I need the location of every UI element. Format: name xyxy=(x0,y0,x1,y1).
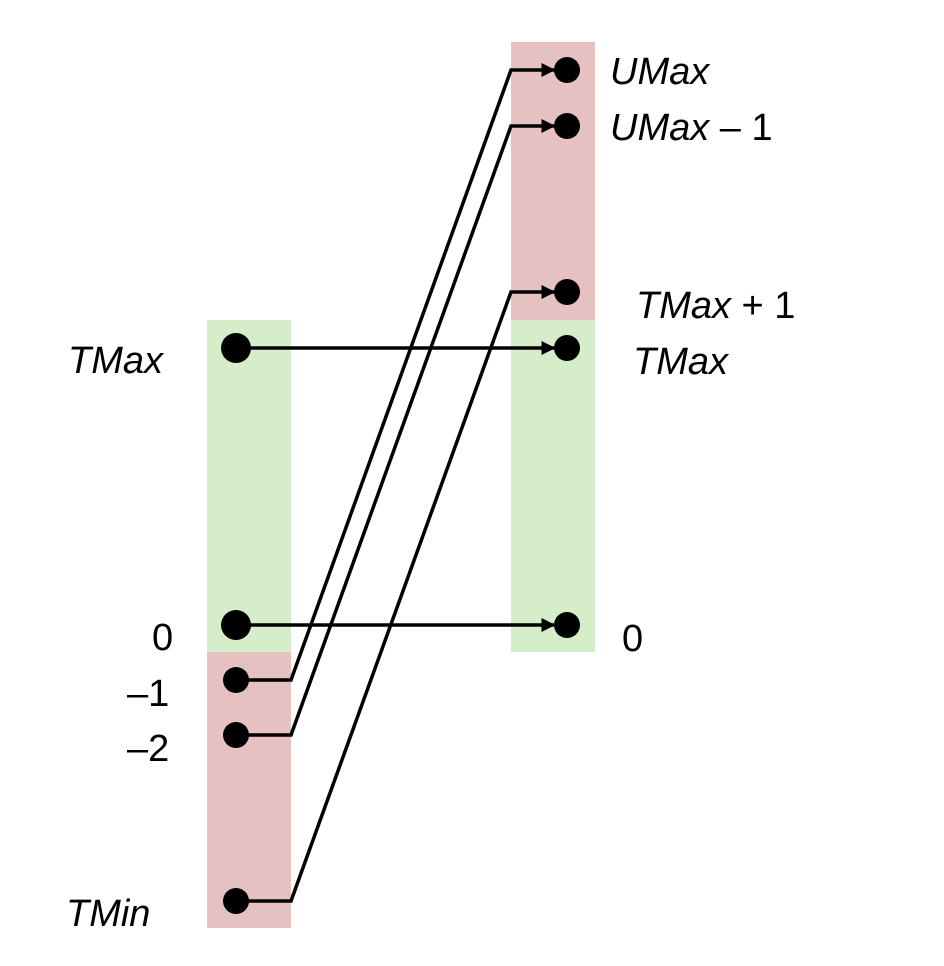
tmax-plus-one-suffix: + 1 xyxy=(731,285,795,327)
right-dot-umax-minus-one xyxy=(554,113,580,139)
left-label-tmax: TMax xyxy=(68,340,165,382)
right-label-tmax: TMax xyxy=(633,341,730,383)
left-label-tmin: TMin xyxy=(66,893,150,935)
left-negative-region xyxy=(207,652,291,928)
right-dot-tmax-plus-one xyxy=(554,279,580,305)
umax-minus-one-suffix: – 1 xyxy=(709,107,772,149)
left-dot-tmax xyxy=(221,333,251,363)
left-dot-tmin xyxy=(223,888,249,914)
right-label-umax: UMax xyxy=(610,51,711,93)
right-label-tmax-plus-one: TMax + 1 xyxy=(636,285,795,327)
right-label-zero: 0 xyxy=(622,618,643,660)
left-dot-minus-two xyxy=(223,722,249,748)
right-dot-tmax xyxy=(554,335,580,361)
left-nonnegative-region xyxy=(207,320,291,652)
umax-minus-one-variable: UMax xyxy=(610,107,711,149)
right-dot-umax xyxy=(554,57,580,83)
arrow-minus-two-to-umax-minus-one xyxy=(236,119,556,737)
tmax-plus-one-variable: TMax xyxy=(636,285,733,327)
left-label-minus-one: –1 xyxy=(127,673,169,715)
right-label-umax-minus-one: UMax – 1 xyxy=(610,107,773,149)
arrow-tmin-to-tmax-plus-one xyxy=(236,285,556,903)
left-label-zero: 0 xyxy=(152,617,173,659)
right-dot-zero xyxy=(554,612,580,638)
left-dot-zero xyxy=(221,610,251,640)
left-dot-minus-one xyxy=(223,667,249,693)
arrow-minus-one-to-umax xyxy=(236,63,556,682)
right-lower-region xyxy=(511,320,595,652)
right-upper-region xyxy=(511,42,595,320)
left-label-minus-two: –2 xyxy=(127,728,169,770)
